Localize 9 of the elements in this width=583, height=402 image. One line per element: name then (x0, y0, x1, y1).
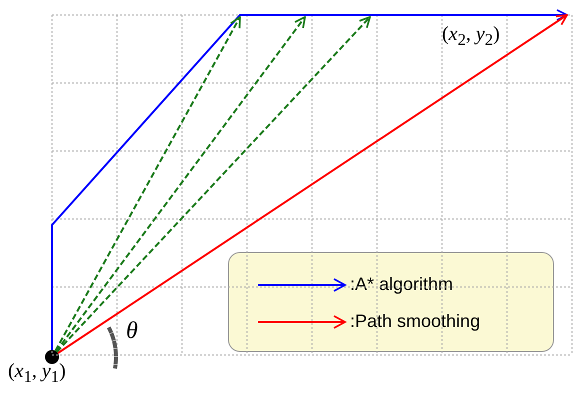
legend-text: :Path smoothing (350, 311, 480, 332)
arrow (54, 16, 241, 352)
angle-label: θ (126, 318, 138, 345)
point-label: (x$_{1}$, y$_{1}$) (8, 360, 66, 387)
arrow (56, 16, 371, 353)
arrow (55, 16, 306, 352)
legend-text: :A* algorithm (350, 274, 454, 295)
start-point (45, 350, 59, 364)
point-label: (x$_{2}$, y$_{2}$) (437, 15, 567, 51)
